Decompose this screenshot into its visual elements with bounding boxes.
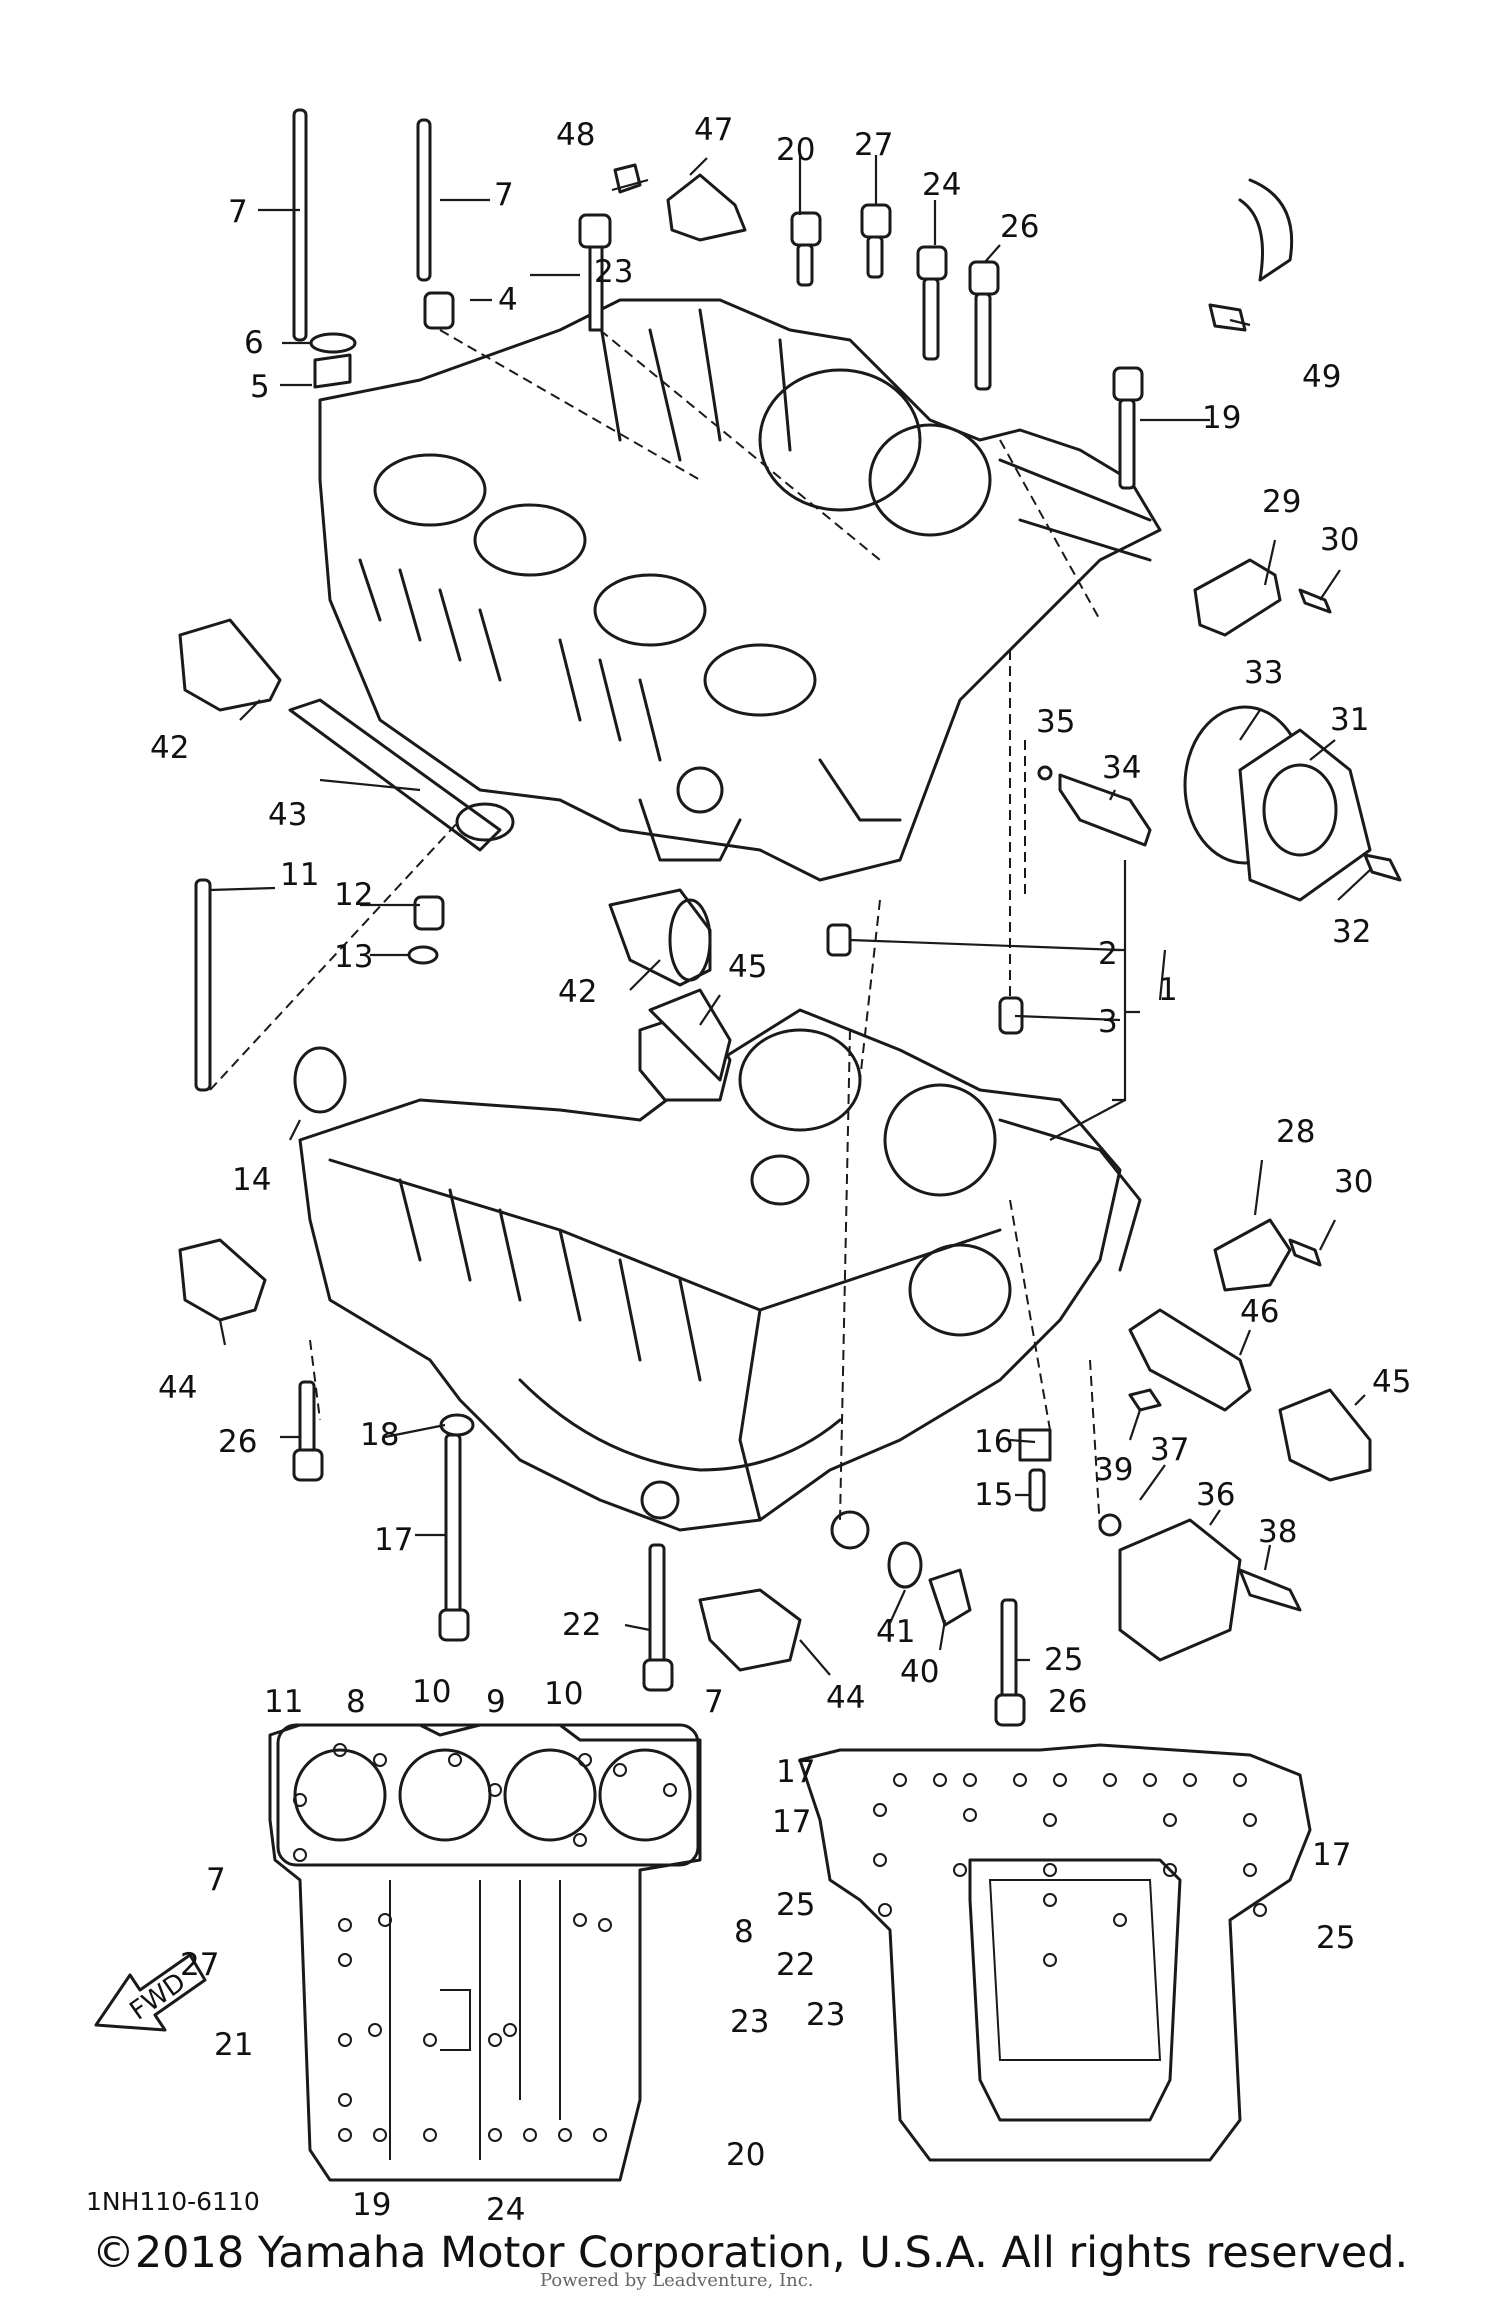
callout-29: 29 xyxy=(1262,484,1301,520)
callout-37: 37 xyxy=(1150,1432,1189,1468)
callout-44: 44 xyxy=(158,1370,197,1406)
upper-crankcase xyxy=(318,298,1162,882)
callout-33: 33 xyxy=(1244,655,1283,691)
callout-labels: 7 7 6 5 4 48 47 20 27 24 26 23 49 19 29 … xyxy=(150,112,1411,2228)
callout-16: 16 xyxy=(974,1424,1013,1460)
callout-17: 17 xyxy=(374,1522,413,1558)
callout-42: 42 xyxy=(150,730,189,766)
callout-25: 25 xyxy=(1044,1642,1083,1678)
assembly-dashes xyxy=(209,329,1101,1531)
callout-7: 7 xyxy=(206,1862,226,1898)
callout-45: 45 xyxy=(728,949,767,985)
callout-1: 1 xyxy=(1158,972,1178,1008)
callout-19: 19 xyxy=(1202,400,1241,436)
callout-28: 28 xyxy=(1276,1114,1315,1150)
callout-13: 13 xyxy=(334,939,373,975)
callout-24: 24 xyxy=(922,167,961,203)
callout-45: 45 xyxy=(1372,1364,1411,1400)
callout-22: 22 xyxy=(776,1947,815,1983)
callout-30: 30 xyxy=(1320,522,1359,558)
callout-23: 23 xyxy=(730,2004,769,2040)
bolt-hole-dots xyxy=(293,1743,1267,2142)
callout-41: 41 xyxy=(876,1614,915,1650)
callout-20: 20 xyxy=(726,2137,765,2173)
stud-7a-shape xyxy=(292,108,308,342)
callout-19: 19 xyxy=(352,2187,391,2223)
callout-27: 27 xyxy=(854,127,893,163)
callout-26: 26 xyxy=(1000,209,1039,245)
callout-7: 7 xyxy=(704,1684,724,1720)
callout-40: 40 xyxy=(900,1654,939,1690)
callout-10: 10 xyxy=(412,1674,451,1710)
callout-17: 17 xyxy=(1312,1837,1351,1873)
callout-12: 12 xyxy=(334,877,373,913)
callout-42: 42 xyxy=(558,974,597,1010)
callout-38: 38 xyxy=(1258,1514,1297,1550)
copyright-notice: ©2018 Yamaha Motor Corporation, U.S.A. A… xyxy=(91,2228,1409,2278)
callout-24: 24 xyxy=(486,2192,525,2228)
callout-32: 32 xyxy=(1332,914,1371,950)
callout-26: 26 xyxy=(1048,1684,1087,1720)
callout-39: 39 xyxy=(1094,1452,1133,1488)
callout-48: 48 xyxy=(556,117,595,153)
watermark: Powered by Leadventure, Inc. xyxy=(540,2270,814,2291)
callout-5: 5 xyxy=(250,369,270,405)
callout-23: 23 xyxy=(806,1997,845,2033)
callout-14: 14 xyxy=(232,1162,271,1198)
callout-8: 8 xyxy=(734,1914,754,1950)
callout-8: 8 xyxy=(346,1684,366,1720)
callout-10: 10 xyxy=(544,1676,583,1712)
callout-43: 43 xyxy=(268,797,307,833)
callout-35: 35 xyxy=(1036,704,1075,740)
callout-36: 36 xyxy=(1196,1477,1235,1513)
callout-6: 6 xyxy=(244,325,264,361)
callout-17: 17 xyxy=(776,1754,815,1790)
bolt-pattern-left xyxy=(268,1723,702,2182)
callout-2: 2 xyxy=(1098,936,1118,972)
callout-47: 47 xyxy=(694,112,733,148)
callout-3: 3 xyxy=(1098,1004,1118,1040)
callout-21: 21 xyxy=(214,2027,253,2063)
callout-4: 4 xyxy=(498,282,518,318)
bolt-pattern-right xyxy=(798,1743,1312,2162)
callout-20: 20 xyxy=(776,132,815,168)
callout-7: 7 xyxy=(494,177,514,213)
callout-18: 18 xyxy=(360,1417,399,1453)
callout-25: 25 xyxy=(1316,1920,1355,1956)
leader-lines xyxy=(209,155,1371,1676)
callout-27: 27 xyxy=(180,1947,219,1983)
callout-17: 17 xyxy=(772,1804,811,1840)
callout-44: 44 xyxy=(826,1680,865,1716)
callout-11: 11 xyxy=(264,1684,303,1720)
callout-15: 15 xyxy=(974,1477,1013,1513)
callout-26: 26 xyxy=(218,1424,257,1460)
callout-30: 30 xyxy=(1334,1164,1373,1200)
callout-22: 22 xyxy=(562,1607,601,1643)
callout-34: 34 xyxy=(1102,750,1141,786)
callout-23: 23 xyxy=(594,254,633,290)
parts xyxy=(178,108,1402,1727)
callout-11: 11 xyxy=(280,857,319,893)
callout-25: 25 xyxy=(776,1887,815,1923)
callout-49: 49 xyxy=(1302,359,1341,395)
diagram-code: 1NH110-6110 xyxy=(86,2187,260,2216)
callout-9: 9 xyxy=(486,1684,506,1720)
stud-7b-shape xyxy=(416,118,432,282)
callout-7: 7 xyxy=(228,194,248,230)
callout-31: 31 xyxy=(1330,702,1369,738)
callout-46: 46 xyxy=(1240,1294,1279,1330)
